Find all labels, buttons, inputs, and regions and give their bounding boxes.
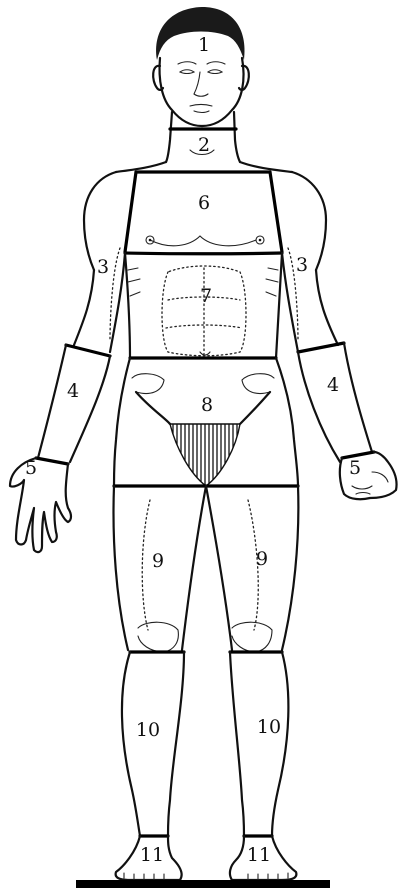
groin-shading [170,424,240,486]
chest-bottom-line [125,253,282,254]
pelvis-figure [114,358,298,486]
label-thigh-right: 9 [256,548,268,570]
label-hand-right: 5 [349,457,361,479]
label-lower-leg-left: 10 [136,719,160,741]
right-arm-figure [282,248,397,499]
label-hand-left: 5 [25,457,37,479]
chest-right-line [270,172,282,252]
right-elbow-line [298,343,344,352]
label-neck: 2 [198,134,210,156]
label-pelvis: 8 [201,394,213,416]
label-head: 1 [198,34,210,56]
left-leg-figure [114,486,206,880]
label-upper-arm-left: 3 [97,256,109,278]
label-upper-arm-right: 3 [296,254,308,276]
label-forearm-right: 4 [327,374,339,396]
label-lower-leg-right: 10 [257,716,281,738]
chest-left-line [125,172,136,252]
label-thigh-left: 9 [152,550,164,572]
label-chest: 6 [198,192,210,214]
label-foot-left: 11 [140,844,164,866]
left-hand [10,458,71,552]
label-abdomen: 7 [200,285,212,307]
label-forearm-left: 4 [67,380,79,402]
left-wrist-line [36,458,68,464]
ground-bar [76,880,330,888]
label-foot-right: 11 [247,844,271,866]
right-leg-figure [206,486,298,880]
head-figure [153,7,249,126]
left-elbow-line [66,345,110,356]
